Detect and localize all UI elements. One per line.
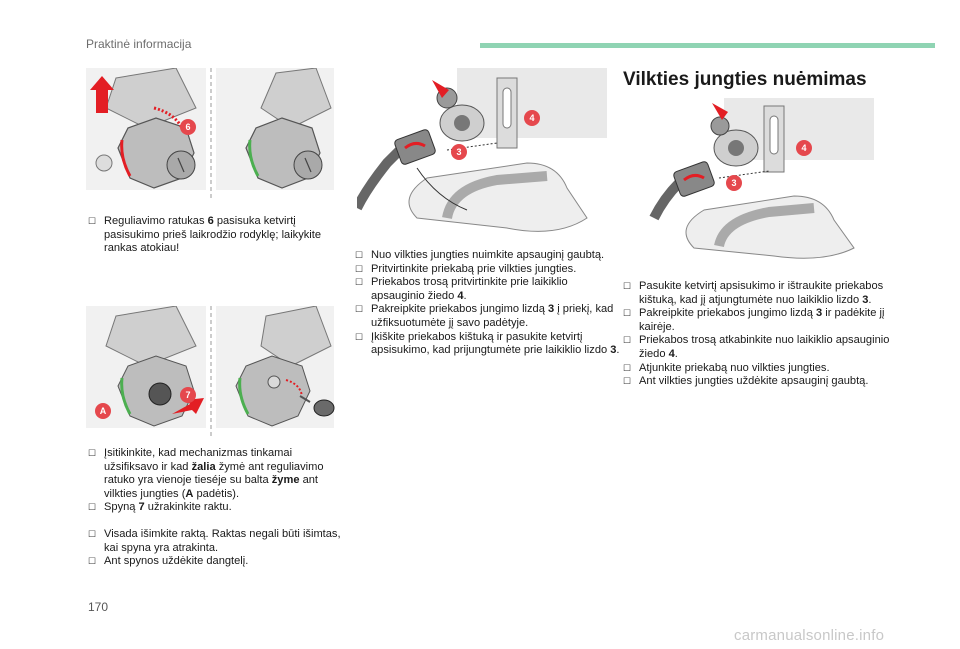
checkbox-bullet-icon: ☐ bbox=[355, 304, 364, 315]
list-item: ☐ Atjunkite priekabą nuo vilkties jungti… bbox=[623, 361, 830, 374]
position-A-marker bbox=[95, 403, 111, 419]
callout-4-label: 4 bbox=[801, 143, 806, 153]
callout-4 bbox=[796, 140, 812, 156]
checkbox-bullet-icon: ☐ bbox=[88, 216, 97, 226]
figure-lock-key: 7 A bbox=[86, 306, 335, 438]
list-item: ☐ Priekabos trosą pritvirtinkite prie la… bbox=[355, 276, 568, 302]
instruction-list-2: ☐ Įsitikinkite, kad mechanizmas tinkamai… bbox=[88, 447, 343, 515]
tilt-arrow-icon bbox=[432, 80, 449, 98]
push-arrow-icon bbox=[172, 398, 204, 414]
up-arrow-icon bbox=[90, 76, 114, 113]
watermark: carmanualsonline.info bbox=[734, 627, 885, 644]
checkbox-bullet-icon: ☐ bbox=[88, 448, 97, 458]
callout-3 bbox=[726, 175, 742, 191]
callout-7-label: 7 bbox=[185, 390, 190, 400]
instruction-list-3: ☐ Visada išimkite raktą. Raktas negali b… bbox=[88, 528, 343, 569]
callout-7 bbox=[180, 387, 196, 403]
callout-3 bbox=[451, 144, 467, 160]
tilt-arrow-icon bbox=[712, 103, 728, 120]
list-item: ☐ Pakreipkite priekabos jungimo lizdą 3 … bbox=[623, 307, 885, 333]
figure-connect-plug: 4 3 bbox=[357, 68, 607, 232]
list-item: ☐ Įkiškite priekabos kištuką ir pasukite… bbox=[355, 330, 620, 357]
figure-disconnect-plug: 4 3 bbox=[649, 98, 874, 259]
position-A-label: A bbox=[100, 406, 107, 416]
callout-4 bbox=[524, 110, 540, 126]
list-item: ☐ Ant spynos uždėkite dangtelį. bbox=[88, 555, 249, 568]
section-header-title: Praktinė informacija bbox=[86, 37, 192, 51]
checkbox-bullet-icon: ☐ bbox=[623, 362, 632, 373]
section-title: Vilkties jungties nuėmimas bbox=[623, 69, 867, 90]
checkbox-bullet-icon: ☐ bbox=[355, 277, 364, 288]
list-item: ☐ Ant vilkties jungties uždėkite apsaugi… bbox=[623, 375, 869, 388]
list-item: ☐ Pasukite ketvirtį apsisukimo ir ištrau… bbox=[623, 280, 884, 306]
checkbox-bullet-icon: ☐ bbox=[355, 331, 364, 342]
list-item: ☐ Visada išimkite raktą. Raktas negali b… bbox=[88, 528, 341, 554]
list-item: ☐ Spyną 7 užrakinkite raktu. bbox=[88, 501, 232, 514]
checkbox-bullet-icon: ☐ bbox=[623, 335, 632, 346]
figure-dial-rotation: 6 bbox=[86, 68, 334, 200]
header-accent-bar bbox=[480, 43, 935, 48]
checkbox-bullet-icon: ☐ bbox=[623, 281, 632, 291]
list-item: ☐ Įsitikinkite, kad mechanizmas tinkamai… bbox=[88, 447, 324, 500]
list-item: ☐ Pritvirtinkite priekabą prie vilkties … bbox=[355, 262, 577, 275]
callout-3-label: 3 bbox=[731, 178, 736, 188]
checkbox-bullet-icon: ☐ bbox=[88, 529, 97, 539]
list-item: ☐ Pakreipkite priekabos jungimo lizdą 3 … bbox=[355, 303, 614, 329]
callout-3-label: 3 bbox=[456, 147, 461, 157]
callout-6 bbox=[180, 119, 196, 135]
checkbox-bullet-icon: ☐ bbox=[88, 556, 97, 567]
checkbox-bullet-icon: ☐ bbox=[623, 376, 632, 387]
instruction-list-center: ☐ Nuo vilkties jungties nuimkite apsaugi… bbox=[355, 249, 620, 358]
callout-4-label: 4 bbox=[529, 113, 534, 123]
list-item: ☐ Reguliavimo ratukas 6 pasisuka ketvirt… bbox=[88, 215, 322, 255]
instruction-list-right: ☐ Pasukite ketvirtį apsisukimo ir ištrau… bbox=[623, 280, 893, 389]
page-number: 170 bbox=[88, 600, 109, 614]
list-item: ☐ Priekabos trosą atkabinkite nuo laikik… bbox=[623, 334, 890, 360]
checkbox-bullet-icon: ☐ bbox=[88, 502, 97, 513]
checkbox-bullet-icon: ☐ bbox=[355, 263, 364, 274]
callout-6-label: 6 bbox=[185, 122, 190, 132]
checkbox-bullet-icon: ☐ bbox=[355, 250, 364, 260]
checkbox-bullet-icon: ☐ bbox=[623, 308, 632, 319]
list-item: ☐ Nuo vilkties jungties nuimkite apsaugi… bbox=[355, 249, 605, 261]
instruction-list-1: ☐ Reguliavimo ratukas 6 pasisuka ketvirt… bbox=[88, 215, 338, 256]
